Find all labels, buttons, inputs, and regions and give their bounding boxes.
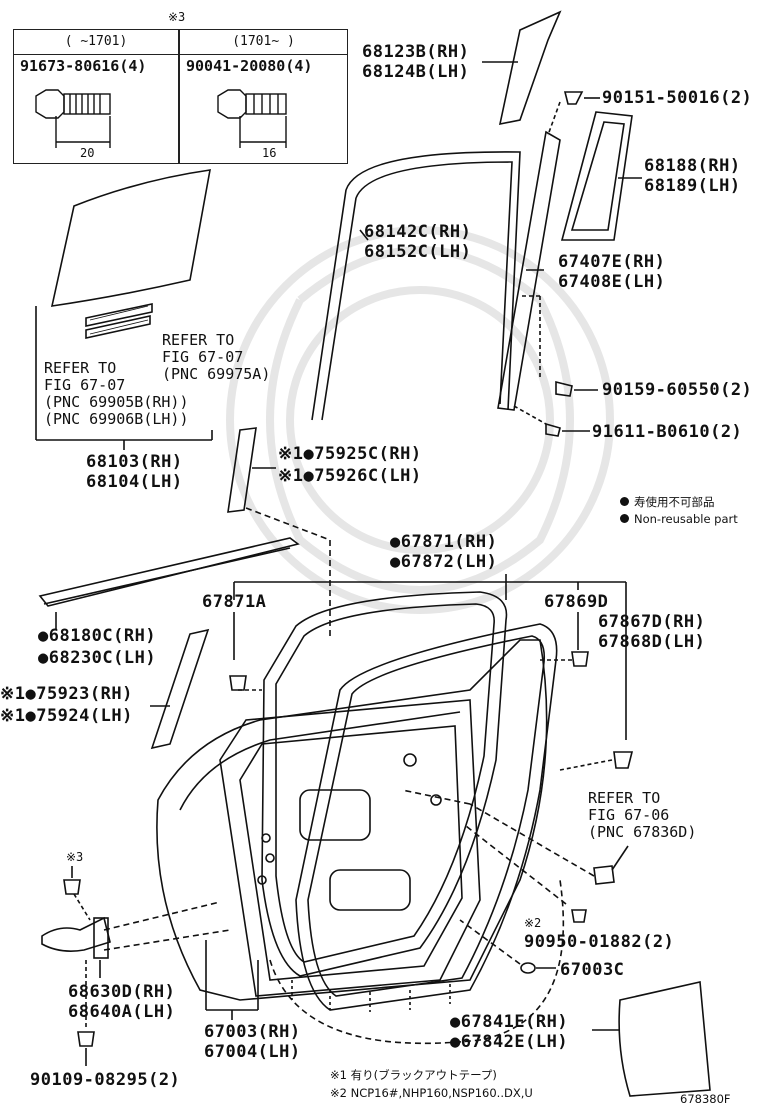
refer3-line1: REFER TO xyxy=(588,789,661,807)
fastener-table: ( ~1701) (1701~ ) 91673-80616(4) 90041-2… xyxy=(13,29,348,164)
label-68640a: 68640A(LH) xyxy=(68,1002,176,1022)
label-67407e: 67407E(RH) xyxy=(558,252,666,272)
table-mark: ※3 xyxy=(168,10,186,24)
bullet-icon xyxy=(620,497,629,506)
label-67841e: ●67841E(RH) xyxy=(450,1012,569,1032)
mark3: ※3 xyxy=(66,850,84,864)
refer2-line1: REFER TO xyxy=(44,359,117,377)
label-67868d: 67868D(LH) xyxy=(598,632,706,652)
legend-item-jp: 寿使用不可部品 xyxy=(620,494,738,511)
label-67408e: 67408E(LH) xyxy=(558,272,666,292)
label-91611: 91611-B0610(2) xyxy=(592,422,743,442)
table-bolt-drawings xyxy=(35,89,287,148)
label-68103: 68103(RH) xyxy=(86,452,183,472)
refer1-line2: FIG 67-07 xyxy=(162,348,244,366)
label-90151: 90151-50016(2) xyxy=(602,88,753,108)
label-67869d: 67869D xyxy=(544,592,609,612)
refer3-line3: (PNC 67836D) xyxy=(588,823,697,841)
label-67872: ●67872(LH) xyxy=(390,552,498,572)
door-panel-outline xyxy=(156,639,548,1001)
label-67867d: 67867D(RH) xyxy=(598,612,706,632)
label-90159: 90159-60550(2) xyxy=(602,380,753,400)
diagram-code: 678380F xyxy=(680,1092,731,1106)
quarter-glass-shape xyxy=(498,10,562,126)
bullet-icon xyxy=(620,514,629,523)
label-67842e: ●67842E(LH) xyxy=(450,1032,569,1052)
label-90109: 90109-08295(2) xyxy=(30,1070,181,1090)
table-col2-dim: 16 xyxy=(262,146,277,160)
label-68189: 68189(LH) xyxy=(644,176,741,196)
label-67004: 67004(LH) xyxy=(204,1042,301,1062)
label-68180c: ●68180C(RH) xyxy=(38,626,157,646)
refer1-line3: (PNC 69975A) xyxy=(162,365,271,383)
label-90950: 90950-01882(2) xyxy=(524,932,675,952)
label-68123b: 68123B(RH) xyxy=(362,42,470,62)
label-75924: ※1●75924(LH) xyxy=(0,706,133,726)
refer2-line2: FIG 67-07 xyxy=(44,376,126,394)
table-col1-header: ( ~1701) xyxy=(14,30,178,55)
label-68124b: 68124B(LH) xyxy=(362,62,470,82)
label-67003: 67003(RH) xyxy=(204,1022,301,1042)
legend: 寿使用不可部品 Non-reusable part xyxy=(620,494,738,528)
label-67871: ●67871(RH) xyxy=(390,532,498,552)
label-68142c: 68142C(RH) xyxy=(364,222,472,242)
label-67871a: 67871A xyxy=(202,592,267,612)
label-68188: 68188(RH) xyxy=(644,156,741,176)
refer1-line1: REFER TO xyxy=(162,331,235,349)
label-75923: ※1●75923(RH) xyxy=(0,684,133,704)
table-col2-part: 90041-20080(4) xyxy=(186,57,313,75)
refer2-line4: (PNC 69906B(LH)) xyxy=(44,410,189,428)
refer3-line2: FIG 67-06 xyxy=(588,806,670,824)
label-68104: 68104(LH) xyxy=(86,472,183,492)
refer2-line3: (PNC 69905B(RH)) xyxy=(44,393,189,411)
label-67003c: 67003C xyxy=(560,960,625,980)
label-68630d: 68630D(RH) xyxy=(68,982,176,1002)
label-75925c: ※1●75925C(RH) xyxy=(278,444,422,464)
footnote-1: ※1 有り(ブラックアウトテープ) xyxy=(330,1068,497,1082)
table-col2-header: (1701~ ) xyxy=(180,30,347,55)
legend-item-en: Non-reusable part xyxy=(620,511,738,528)
table-col1-dim: 20 xyxy=(80,146,95,160)
footnote-2: ※2 NCP16#,NHP160,NSP160..DX,U xyxy=(330,1086,533,1100)
table-divider xyxy=(178,30,180,163)
label-68152c: 68152C(LH) xyxy=(364,242,472,262)
label-75926c: ※1●75926C(LH) xyxy=(278,466,422,486)
table-col1-part: 91673-80616(4) xyxy=(20,57,147,75)
watermark-emblem xyxy=(226,226,614,614)
label-68230c: ●68230C(LH) xyxy=(38,648,157,668)
mark2: ※2 xyxy=(524,916,542,930)
